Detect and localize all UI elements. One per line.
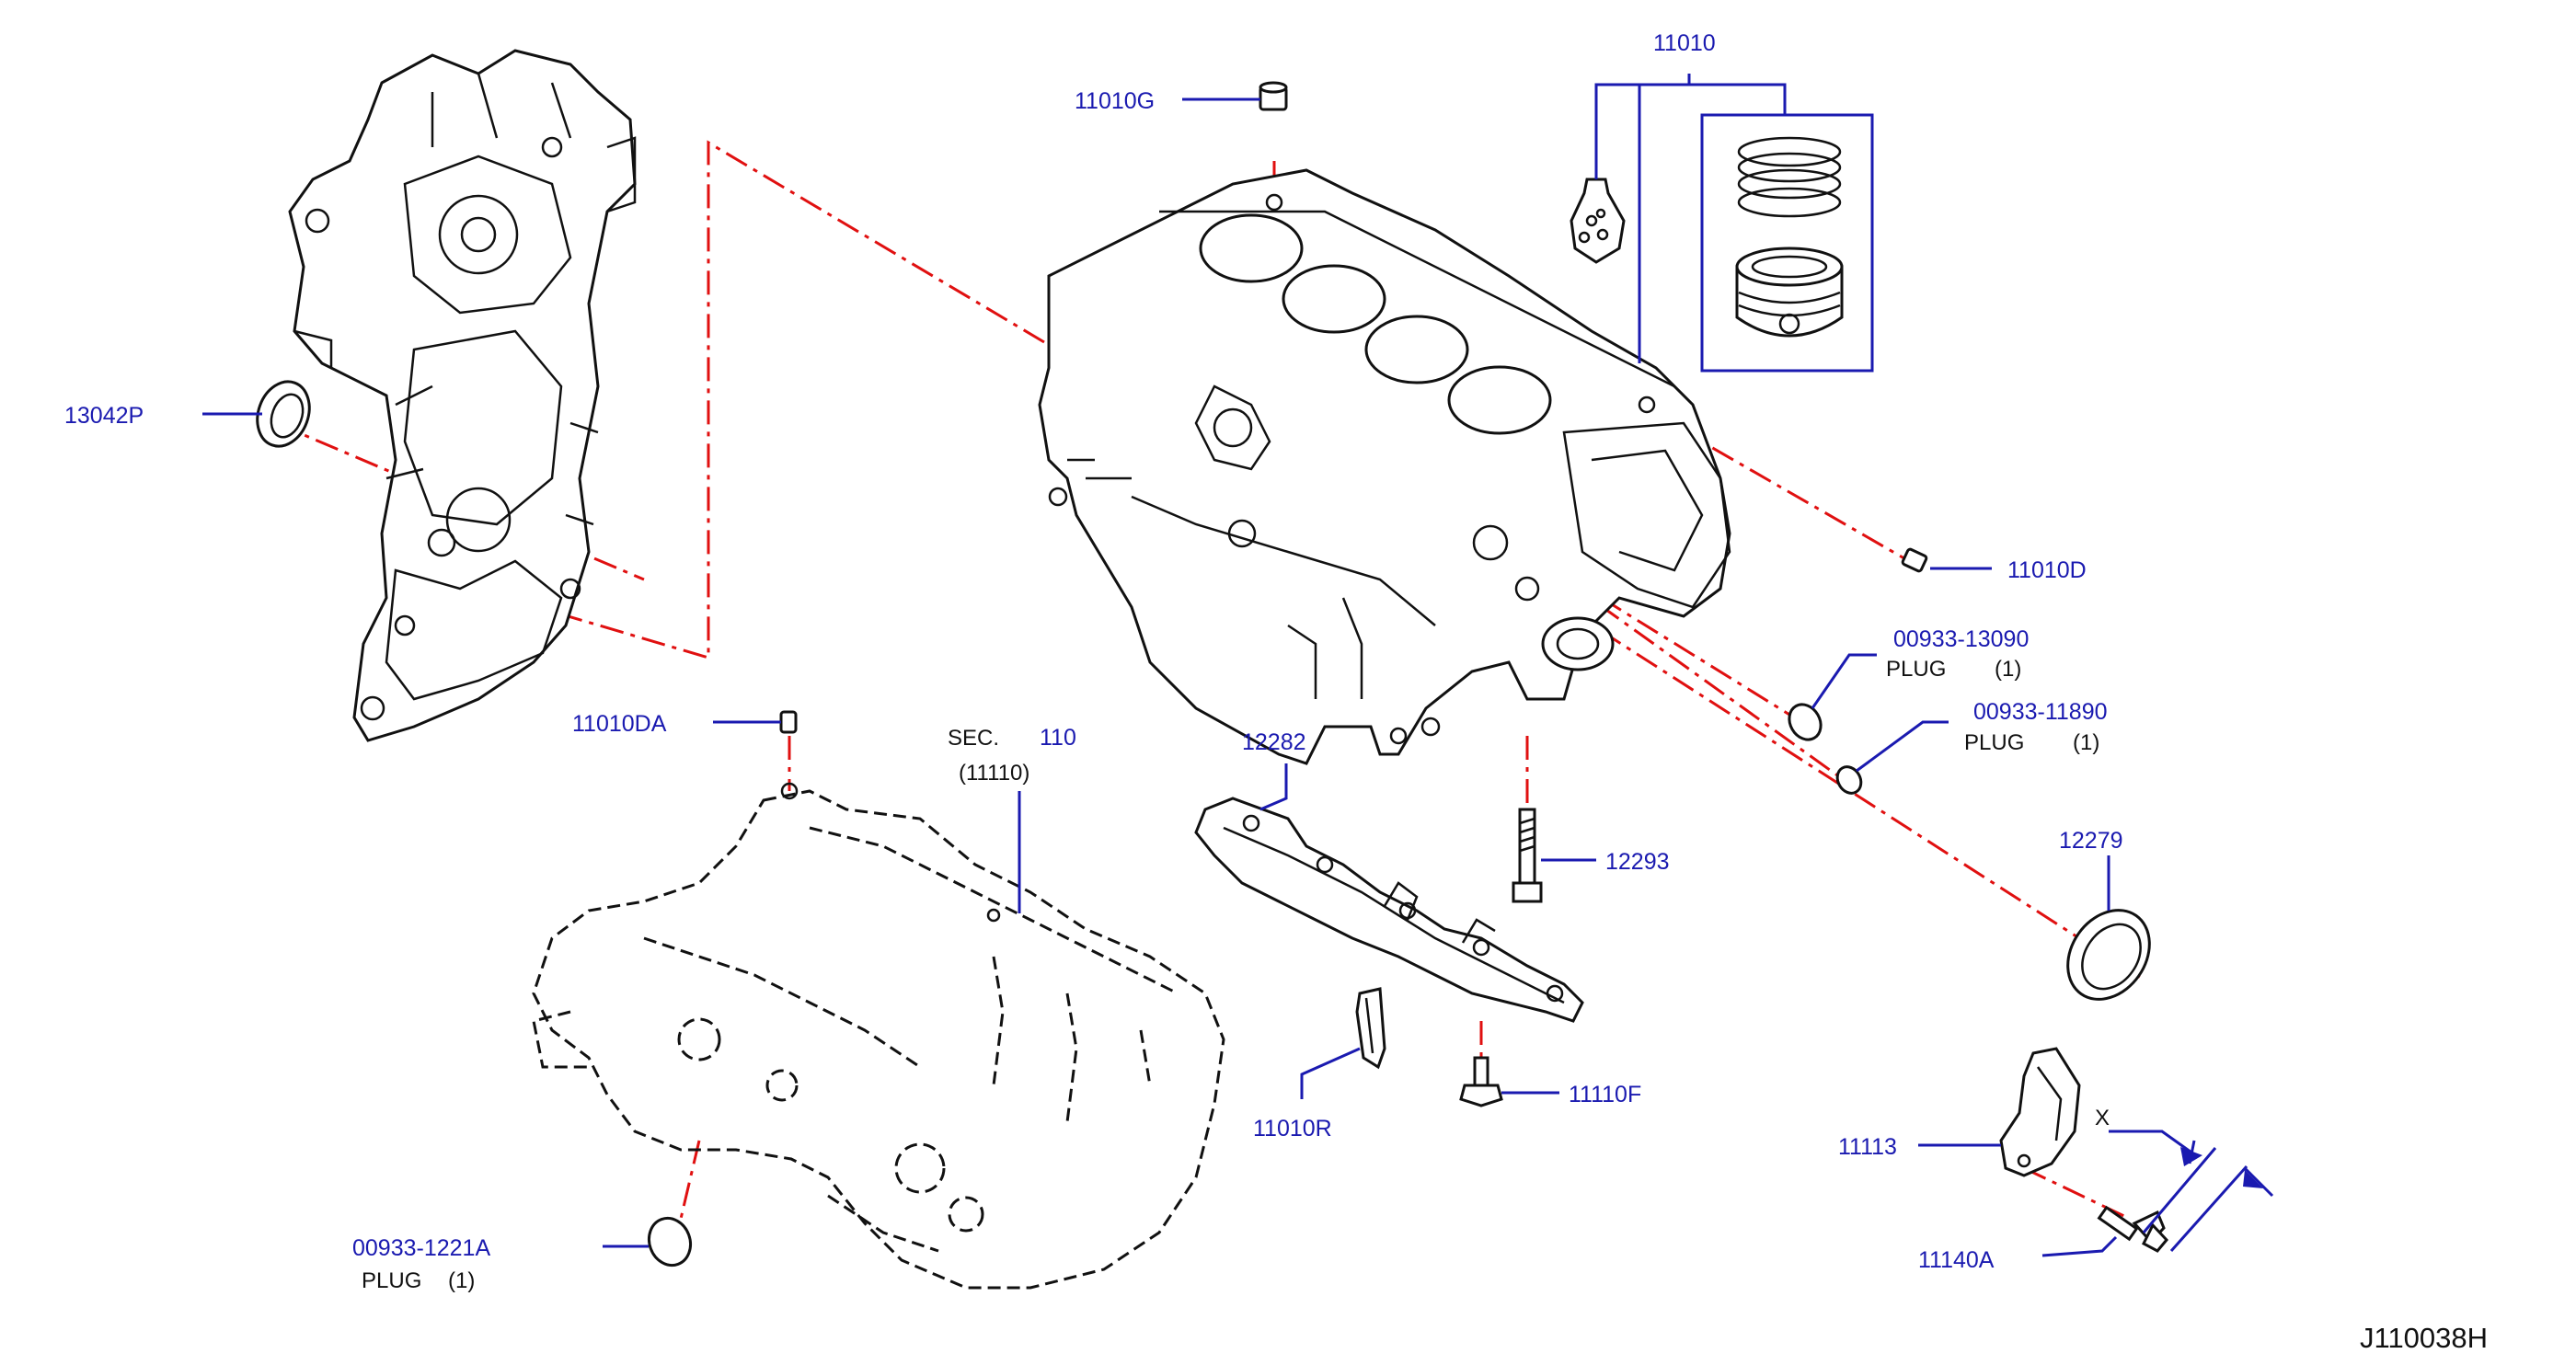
label-plug-1221A: PLUG: [362, 1268, 421, 1293]
label-11110F: 11110F: [1569, 1082, 1641, 1107]
leader-lines: [202, 74, 2118, 1257]
label-11140A: 11140A: [1918, 1247, 1995, 1273]
piston-ring-kit-11010: [1570, 113, 1874, 373]
label-11010D: 11010D: [2007, 557, 2087, 583]
lower-block-dashed-illustration: [532, 782, 1225, 1290]
dimension-x-indicator: [2109, 1130, 2274, 1252]
label-00933-1221A: 00933-1221A: [352, 1235, 490, 1261]
plug-11890: [1835, 765, 1863, 795]
label-12282: 12282: [1242, 729, 1306, 755]
front-seal-13042P: [256, 380, 311, 448]
dowel-11010D: [1901, 547, 1928, 573]
front-cover-illustration: [288, 49, 637, 742]
plug-1221A: [647, 1216, 693, 1268]
label-sec-prefix: SEC.: [948, 726, 999, 751]
label-sec-number: 110: [1040, 725, 1076, 751]
label-11010: 11010: [1653, 30, 1716, 56]
label-13042P: 13042P: [64, 403, 144, 429]
part-labels: 11010 11010G 13042P 11010D 00933-13090 P…: [64, 30, 2488, 1354]
diagram-reference-id: J110038H: [2360, 1322, 2488, 1354]
label-sec-sub: (11110): [959, 761, 1029, 786]
label-plug-13090: PLUG: [1886, 657, 1946, 682]
bracket-11113-illustration: [1999, 1047, 2081, 1177]
dowel-11010DA: [779, 710, 798, 734]
plug-13090: [1788, 703, 1823, 741]
label-11010DA: 11010DA: [572, 711, 667, 737]
bolt-12293: [1512, 808, 1543, 903]
bolt-11110F: [1459, 1056, 1503, 1107]
label-11113: 11113: [1838, 1134, 1897, 1160]
label-00933-11890: 00933-11890: [1973, 699, 2108, 725]
baffle-12282-illustration: [1194, 797, 1584, 1023]
part-11010R-illustration: [1355, 987, 1386, 1070]
label-plug-11890: PLUG: [1964, 730, 2024, 755]
label-00933-13090: 00933-13090: [1893, 626, 2029, 652]
label-12293: 12293: [1605, 849, 1670, 875]
cylinder-block-illustration: [1038, 168, 1731, 765]
label-12279: 12279: [2059, 828, 2123, 854]
rear-seal-12279: [2066, 909, 2151, 1001]
label-11010G: 11010G: [1075, 88, 1155, 114]
label-dimension-x: X: [2095, 1106, 2110, 1130]
label-plug-13090-qty: (1): [1995, 657, 2021, 682]
label-11010R: 11010R: [1253, 1116, 1332, 1141]
label-plug-11890-qty: (1): [2073, 730, 2099, 755]
label-plug-1221A-qty: (1): [448, 1268, 475, 1293]
dowel-11010G: [1259, 81, 1288, 111]
